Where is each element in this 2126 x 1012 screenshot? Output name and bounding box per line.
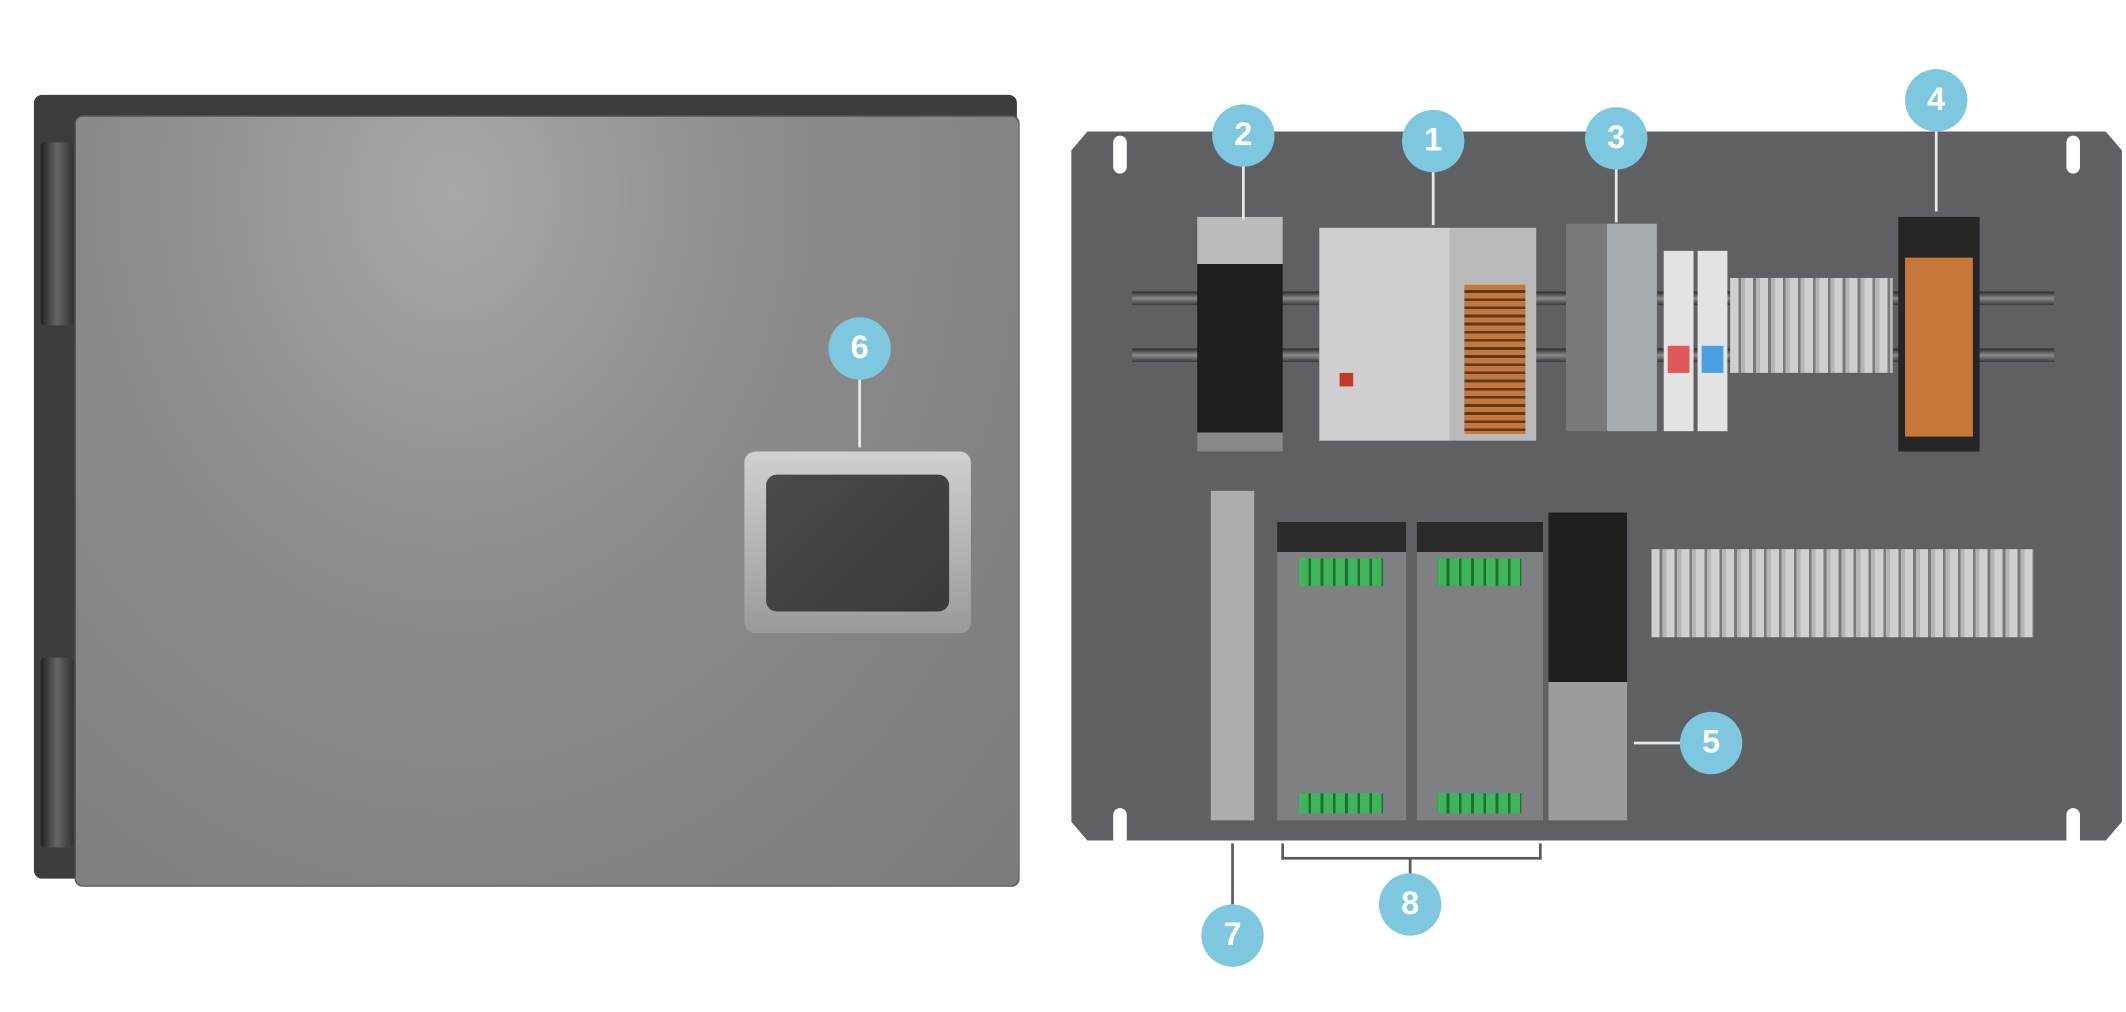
psu-terminal	[1298, 558, 1384, 586]
mounting-slot	[1113, 808, 1127, 847]
callout-line	[1408, 858, 1412, 878]
callout-line	[858, 379, 861, 448]
callout-bracket	[1538, 843, 1542, 860]
terminal-blocks	[1730, 277, 1893, 373]
psu-terminal	[1437, 558, 1522, 586]
network-module	[1197, 216, 1283, 452]
callout-badge-7: 7	[1201, 904, 1264, 967]
callout-line	[1431, 170, 1435, 226]
callout-badge-3: 3	[1585, 107, 1648, 170]
mounting-slot	[2066, 808, 2080, 847]
callout-badge-4: 4	[1905, 69, 1968, 132]
callout-line	[1934, 130, 1938, 212]
callout-badge-1: 1	[1402, 109, 1465, 173]
callout-bracket	[1281, 856, 1542, 860]
plc-status-led	[1339, 372, 1354, 387]
plc-io-connectors	[1464, 284, 1526, 434]
circuit-breaker	[1697, 250, 1728, 432]
callout-badge-8: 8	[1378, 873, 1442, 936]
callout-badge-6: 6	[828, 317, 891, 380]
circuit-breaker	[1663, 250, 1694, 432]
callout-badge-2: 2	[1212, 104, 1275, 167]
io-module	[1566, 223, 1657, 432]
callout-line	[1231, 843, 1234, 905]
psu-terminal	[1298, 793, 1384, 814]
callout-bracket	[1281, 843, 1285, 860]
gateway-module	[1210, 490, 1255, 821]
mounting-slot	[2066, 135, 2080, 174]
switch-orange-face	[1905, 257, 1973, 437]
door-window-glass	[766, 474, 950, 612]
hinge-top	[40, 142, 74, 326]
breaker-red-toggle	[1667, 345, 1690, 373]
callout-badge-5: 5	[1679, 711, 1743, 775]
callout-line	[1242, 165, 1245, 220]
callout-line	[1633, 741, 1682, 745]
hinge-bottom	[40, 657, 74, 848]
breaker-blue-toggle	[1701, 345, 1724, 373]
psu-terminal	[1437, 793, 1522, 814]
ups-module	[1548, 512, 1628, 821]
mounting-slot	[1113, 135, 1127, 174]
callout-line	[1614, 168, 1618, 223]
terminal-blocks	[1651, 549, 2034, 638]
